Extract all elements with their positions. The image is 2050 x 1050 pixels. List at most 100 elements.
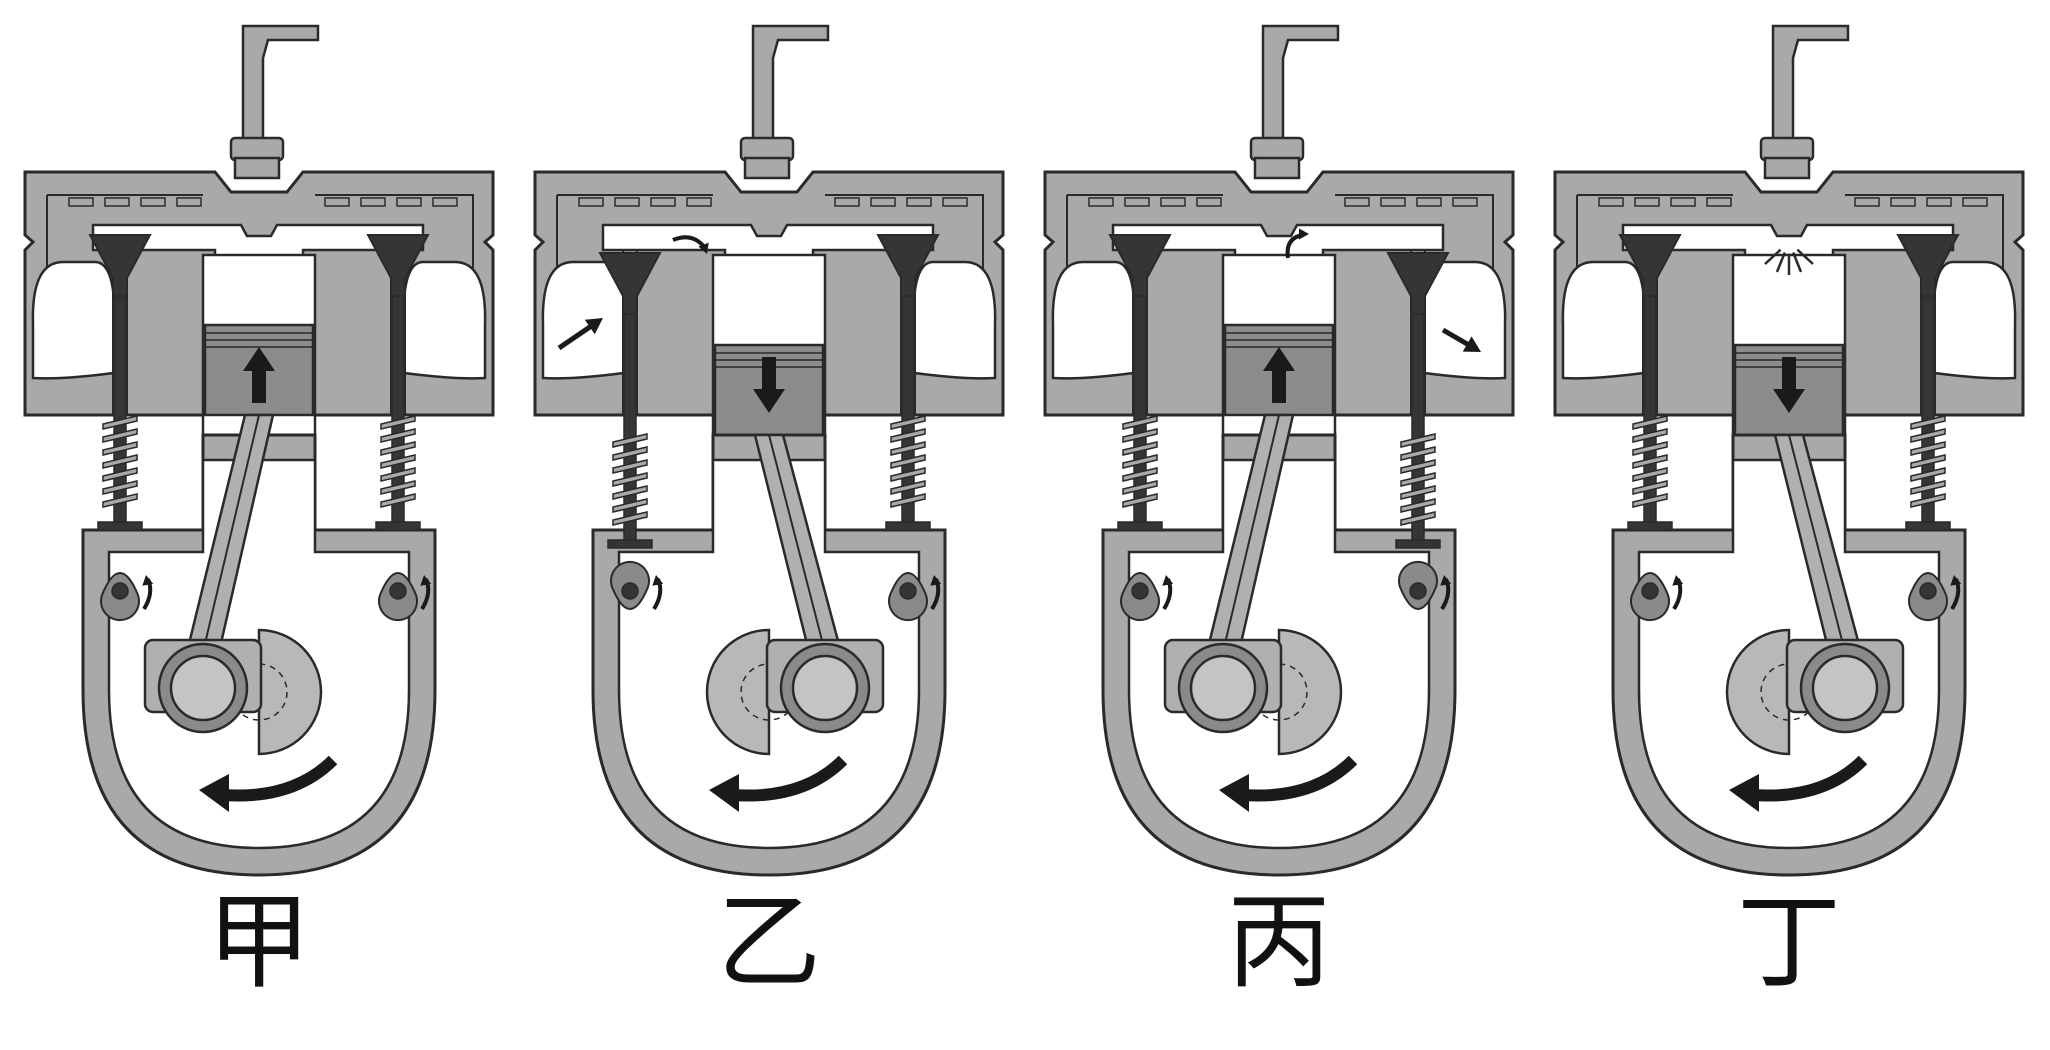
intake-flow-arrow-head [584,318,603,335]
exhaust-valve-stem [391,295,405,529]
cooling-slot [1634,197,1660,207]
cooling-slot [176,197,202,207]
exhaust-valve-spring-coil [1400,459,1436,474]
cooling-slot [834,197,860,207]
intake-valve-retainer [1117,521,1163,531]
cooling-slot [1962,197,1988,207]
intake-valve-spring-coil [1632,480,1668,495]
intake-cam [610,560,664,611]
intake-valve-spring-coil [612,511,648,526]
intake-valve-spring-coil [1632,467,1668,482]
intake-port [1051,260,1143,380]
exhaust-cam [378,572,432,622]
cooling-slot [1380,197,1406,207]
intake-cam-shaft [111,582,129,600]
exhaust-valve [1896,234,1960,531]
intake-valve-spring-coil [1122,415,1158,430]
exhaust-valve-spring-coil [380,428,416,443]
cooling-slot [104,197,130,207]
engine-label-0: 甲 [206,881,311,1003]
spark-ray [1796,248,1814,265]
intake-cam-rotation-arrow-head [1672,575,1684,586]
intake-cam [1630,572,1684,622]
spark-plug-thread [1763,156,1811,180]
intake-valve-retainer [97,521,143,531]
intake-swirl-arrow-head [698,242,709,254]
exhaust-valve-spring-coil [380,415,416,430]
crank-counterweight [705,628,771,756]
intake-valve-spring-coil [102,441,138,456]
exhaust-valve-head [366,234,430,301]
exhaust-valve-spring-coil [380,480,416,495]
engine-panel-1: 乙 [513,0,1025,1050]
piston-arrow-head [1263,347,1295,371]
exhaust-valve-spring-coil [1400,498,1436,513]
intake-cam-rotation-arrow-head [652,575,664,586]
intake-valve-spring-coil [612,485,648,500]
crankshaft-center [230,663,288,721]
engine-0 [23,24,495,877]
exhaust-valve-spring-coil [890,454,926,469]
exhaust-valve-spring-coil [1400,511,1436,526]
exhaust-port [395,260,487,380]
cooling-slot [360,197,386,207]
intake-valve-head [1618,234,1682,301]
exhaust-valve-spring-coil [1910,493,1946,508]
spark-plug-thread [1253,156,1301,180]
intake-valve [88,234,152,531]
exhaust-flow-arrow-head [1462,336,1481,352]
intake-cam-shaft [1641,582,1659,600]
exhaust-swirl-arrow-head [1299,228,1309,240]
crank-rotation-arrow [1752,755,1868,802]
cooling-slot [396,197,422,207]
exhaust-port [1925,260,2017,380]
exhaust-valve-stem [1411,313,1425,547]
cooling-slot [942,197,968,207]
cooling-slot [140,197,166,207]
exhaust-cam-rotation-arrow-head [1950,575,1962,586]
exhaust-valve-spring-coil [1910,415,1946,430]
exhaust-cam-shaft [1409,582,1427,600]
intake-valve-spring-coil [612,446,648,461]
engine-label-2: 丙 [1226,881,1331,1003]
crank-rotation-arrow-head [1219,774,1249,812]
exhaust-valve-spring-coil [890,428,926,443]
exhaust-valve-spring-coil [380,454,416,469]
intake-valve-spring-coil [1122,454,1158,469]
exhaust-cam-rotation-arrow-head [420,575,432,586]
crankpin [1189,654,1257,722]
cooling-slot [1854,197,1880,207]
cooling-slot [1670,197,1696,207]
intake-valve [1108,234,1172,531]
intake-cam-rotation-arrow-head [142,575,154,586]
intake-valve-spring-coil [102,480,138,495]
engine-drawing-2 [1043,24,1515,877]
engine-panel-3: 丁 [1533,0,2045,1050]
intake-valve-spring-coil [102,454,138,469]
crankpin [791,654,859,722]
exhaust-valve-retainer [885,521,931,531]
exhaust-valve-spring-coil [1400,485,1436,500]
spark-plug-body [1771,24,1850,142]
piston-arrow-shaft [762,357,776,393]
spark-ray [1764,248,1782,265]
engine-label-3: 丁 [1736,881,1841,1003]
exhaust-valve-spring-coil [890,467,926,482]
crank-counterweight [1277,628,1343,756]
cooling-slot [1598,197,1624,207]
exhaust-valve-retainer [375,521,421,531]
exhaust-valve-retainer [1905,521,1951,531]
cooling-slot [614,197,640,207]
exhaust-valve [366,234,430,531]
intake-cam-shaft [1131,582,1149,600]
exhaust-valve-spring-coil [380,493,416,508]
crank-rotation-arrow-head [199,774,229,812]
cooling-slot [1088,197,1114,207]
exhaust-valve-spring-coil [1400,433,1436,448]
intake-valve-spring-coil [1632,428,1668,443]
cooling-slot [906,197,932,207]
cooling-slot [686,197,712,207]
engine-panel-2: 丙 [1023,0,1535,1050]
spark-ray [1775,252,1786,273]
